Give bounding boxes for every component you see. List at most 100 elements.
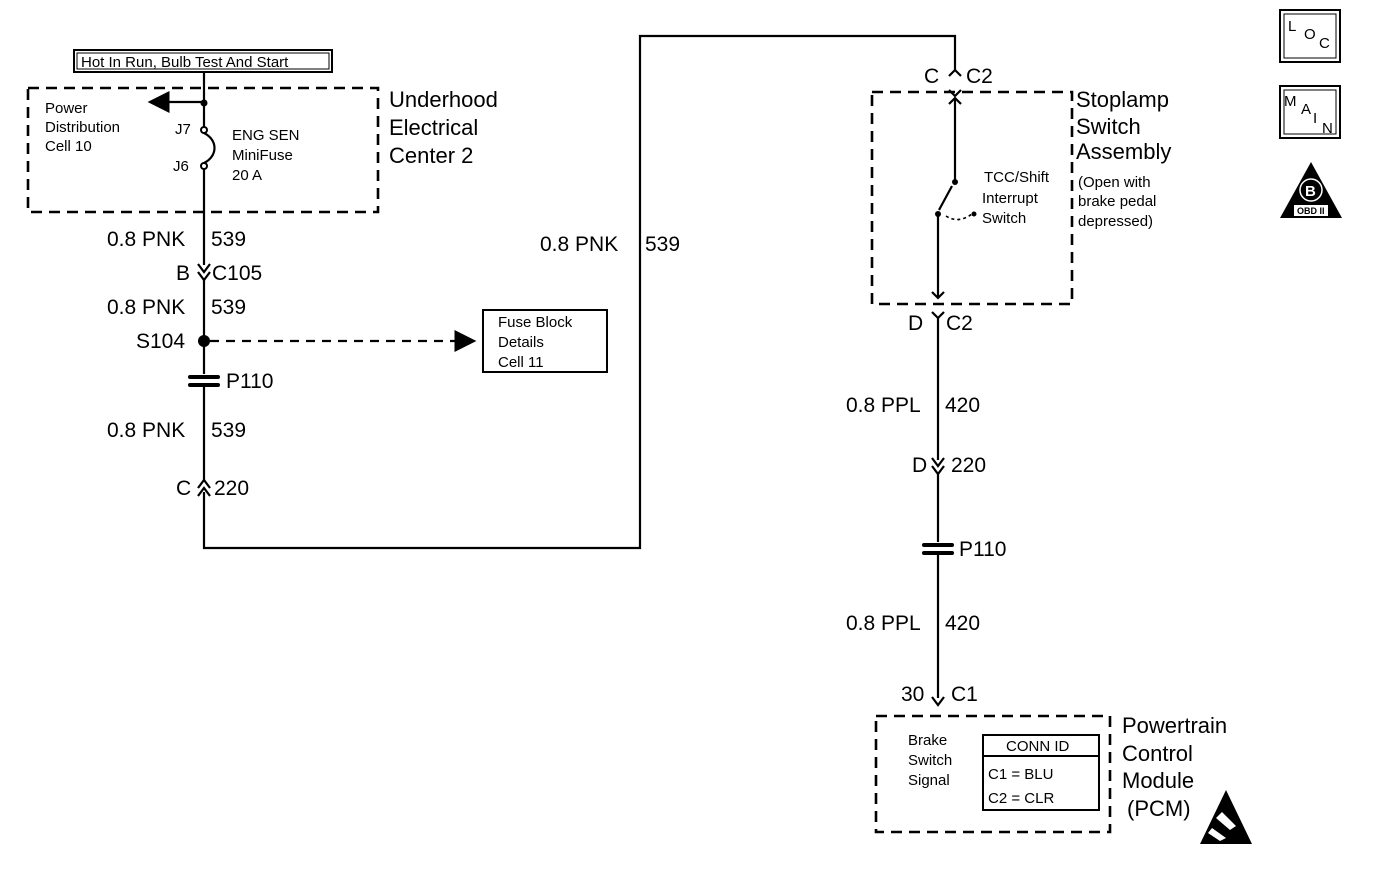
p110-right-label: P110 [959, 538, 1007, 561]
connector-pcm-c1-symbol [931, 696, 945, 707]
left-seg2-gauge: 0.8 PNK [107, 296, 185, 319]
svg-text:Control: Control [1122, 741, 1193, 766]
svg-text:Signal: Signal [908, 772, 950, 789]
svg-text:L: L [1288, 18, 1296, 35]
fuse-block-details-label: Fuse Block Details Cell 11 [498, 314, 573, 371]
stoplamp-note: (Open with brake pedal depressed) [1078, 174, 1156, 230]
tcc-shift-switch-label: TCC/Shift Interrupt Switch [982, 169, 1050, 227]
stoplamp-bottom-pin: D [908, 312, 923, 335]
svg-text:Underhood: Underhood [389, 87, 498, 112]
left-seg1-gauge: 0.8 PNK [107, 228, 185, 251]
terminal-j7 [200, 126, 208, 134]
stoplamp-bottom-conn: C2 [946, 312, 973, 335]
switch-actuator-link [945, 213, 973, 221]
terminal-j6-label: J6 [173, 158, 189, 175]
conn-id-c1: C1 = BLU [988, 766, 1053, 783]
pcm-box [874, 714, 1112, 834]
loc-icon[interactable]: L O C [1279, 9, 1341, 63]
conn-id-table [982, 734, 1100, 811]
svg-text:N: N [1322, 120, 1333, 137]
pcm-title: Powertrain Control Module (PCM) [1122, 713, 1227, 821]
connector-c220-right-symbol [931, 457, 945, 476]
svg-text:Powertrain: Powertrain [1122, 713, 1227, 738]
pnk-539-run-wire [202, 34, 957, 550]
right-seg1-gauge: 0.8 PPL [846, 394, 921, 417]
c105-name: C105 [212, 262, 262, 285]
power-distribution-label: Power Distribution Cell 10 [45, 100, 120, 155]
svg-text:Switch: Switch [982, 210, 1026, 227]
main-icon[interactable]: M A I N [1279, 85, 1341, 139]
minifuse-symbol [203, 132, 216, 164]
underhood-title: Underhood Electrical Center 2 [389, 87, 498, 168]
middle-wire-circuit: 539 [645, 233, 680, 256]
svg-text:Assembly: Assembly [1076, 139, 1171, 164]
switch-contact-bottom [935, 211, 941, 217]
stoplamp-title: Stoplamp Switch Assembly [1076, 87, 1171, 164]
p110-left-label: P110 [226, 370, 274, 393]
conn-id-title: CONN ID [1006, 738, 1070, 755]
pcm-conn: C1 [951, 683, 978, 706]
connector-c105-symbol [197, 263, 211, 282]
svg-text:(Open with: (Open with [1078, 174, 1151, 191]
svg-text:ENG SEN: ENG SEN [232, 127, 300, 144]
right-seg2-circuit: 420 [945, 612, 980, 635]
stoplamp-top-conn: C2 [966, 65, 993, 88]
switch-contact-top [952, 179, 958, 185]
svg-text:Power: Power [45, 100, 88, 117]
svg-text:Switch: Switch [1076, 114, 1141, 139]
c220-left-name: 220 [214, 477, 249, 500]
c105-pin: B [176, 262, 190, 285]
c220-right-pin: D [912, 454, 927, 477]
obd-ii-icon[interactable]: B OBD II [1280, 162, 1342, 218]
passthrough-p110-right [922, 543, 954, 555]
splice-s104-label: S104 [136, 330, 185, 353]
svg-text:Electrical: Electrical [389, 115, 478, 140]
svg-text:Center 2: Center 2 [389, 143, 473, 168]
svg-text:I: I [1313, 110, 1317, 127]
connector-c220-left-symbol [197, 478, 211, 497]
svg-text:(PCM): (PCM) [1127, 796, 1191, 821]
svg-text:Stoplamp: Stoplamp [1076, 87, 1169, 112]
right-seg1-circuit: 420 [945, 394, 980, 417]
left-seg2-circuit: 539 [211, 296, 246, 319]
svg-text:20 A: 20 A [232, 167, 262, 184]
esd-warning-icon [1200, 790, 1252, 844]
svg-text:MiniFuse: MiniFuse [232, 147, 293, 164]
svg-text:Cell 10: Cell 10 [45, 138, 92, 155]
header-label: Hot In Run, Bulb Test And Start [81, 54, 289, 71]
right-seg2-gauge: 0.8 PPL [846, 612, 921, 635]
svg-text:brake pedal: brake pedal [1078, 193, 1156, 210]
splice-s104 [198, 335, 210, 347]
connector-c2-bottom-symbol [931, 311, 945, 320]
left-seg3-gauge: 0.8 PNK [107, 419, 185, 442]
svg-text:Brake: Brake [908, 732, 947, 749]
svg-text:C: C [1319, 35, 1330, 52]
stoplamp-top-pin: C [924, 65, 939, 88]
svg-text:O: O [1304, 26, 1316, 43]
pcm-pin: 30 [901, 683, 924, 706]
switch-blade [938, 185, 953, 211]
svg-text:depressed): depressed) [1078, 213, 1153, 230]
svg-text:Fuse Block: Fuse Block [498, 314, 573, 331]
svg-text:Interrupt: Interrupt [982, 190, 1039, 207]
terminal-j7-label: J7 [175, 121, 191, 138]
svg-text:B: B [1305, 183, 1316, 200]
svg-text:Cell 11: Cell 11 [498, 354, 544, 371]
terminal-j6 [200, 162, 208, 170]
passthrough-p110-left [188, 375, 220, 387]
svg-text:A: A [1301, 101, 1311, 118]
feed-junction-dot [200, 99, 208, 107]
connector-c2-top-symbol [948, 68, 962, 77]
fuse-block-details-box [482, 309, 608, 373]
brake-switch-signal-label: Brake Switch Signal [908, 732, 952, 789]
svg-text:OBD II: OBD II [1297, 206, 1325, 216]
c220-left-pin: C [176, 477, 191, 500]
conn-id-c2: C2 = CLR [988, 790, 1054, 807]
left-seg3-circuit: 539 [211, 419, 246, 442]
svg-text:Module: Module [1122, 768, 1194, 793]
minifuse-label: ENG SEN MiniFuse 20 A [232, 127, 300, 184]
svg-text:Switch: Switch [908, 752, 952, 769]
svg-text:TCC/Shift: TCC/Shift [984, 169, 1050, 186]
svg-text:Distribution: Distribution [45, 119, 120, 136]
